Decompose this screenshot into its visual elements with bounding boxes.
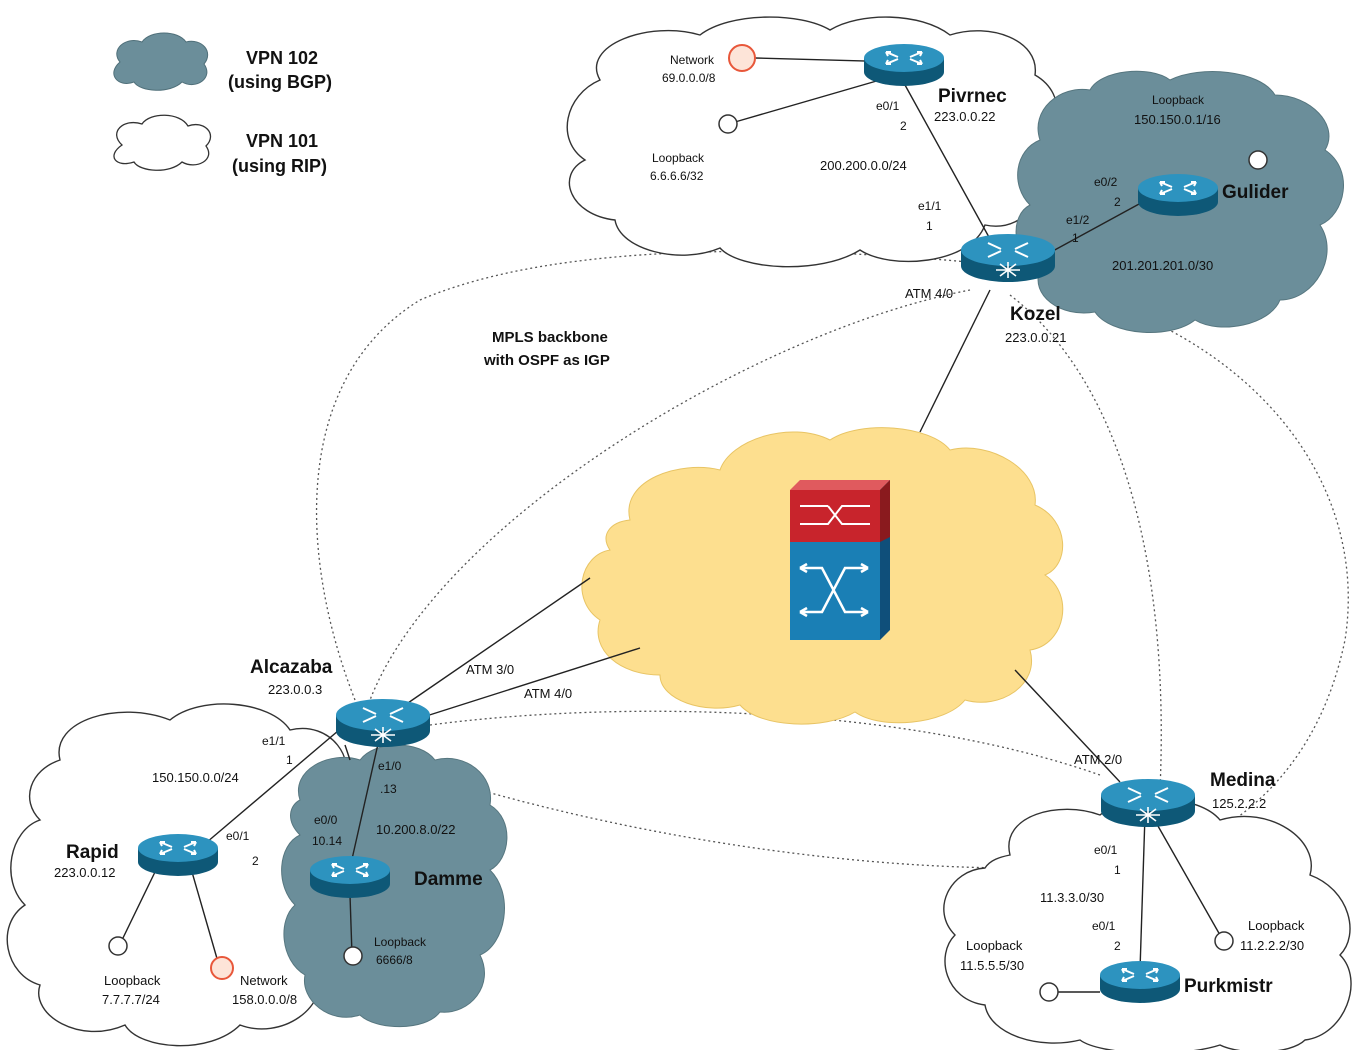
vpn102-cloud-damme [281, 744, 508, 1028]
link-200-label: 200.200.0.0/24 [820, 158, 907, 173]
vpn102-legend-line1: VPN 102 [246, 48, 318, 68]
vpn102-legend-line2: (using BGP) [228, 72, 332, 92]
router-kozel-name: Kozel [1010, 304, 1061, 325]
loopback-gulider-addr: 150.150.0.1/16 [1134, 112, 1221, 127]
network-node-icon [210, 956, 234, 980]
gulider-iface: e0/2 [1094, 175, 1118, 189]
router-rapid-ip: 223.0.0.12 [54, 865, 115, 880]
router-pivrnec-ip: 223.0.0.22 [934, 109, 995, 124]
network-158-addr: 158.0.0.0/8 [232, 992, 297, 1007]
alcazaba-iface-rapid: e1/1 [262, 734, 286, 748]
pivrnec-iface: e0/1 [876, 99, 900, 113]
loopback-rapid-label: Loopback [104, 973, 161, 988]
vpn101-legend-line1: VPN 101 [246, 131, 318, 151]
loopback-node-icon [343, 946, 363, 966]
alcazaba-atm1: ATM 3/0 [466, 662, 514, 677]
router-purkmistr-icon[interactable] [1099, 960, 1181, 1004]
loopback-pivrnec-label: Loopback [652, 151, 705, 165]
router-alcazaba-ip: 223.0.0.3 [268, 682, 322, 697]
router-purkmistr-name: Purkmistr [1184, 976, 1273, 997]
vpn101-cloud-pivrnec [566, 16, 1058, 268]
kozel-iface-pivrnec-addr: 1 [926, 219, 933, 233]
medina-iface-addr: 1 [1114, 863, 1121, 877]
router-pivrnec-name: Pivrnec [938, 86, 1007, 107]
loopback-purkmistr-addr: 11.5.5.5/30 [960, 958, 1024, 973]
router-rapid-icon[interactable] [137, 833, 219, 877]
medina-atm: ATM 2/0 [1074, 752, 1122, 767]
network-69-label: Network [670, 53, 715, 67]
loopback-pivrnec-addr: 6.6.6.6/32 [650, 169, 704, 183]
link-201-label: 201.201.201.0/30 [1112, 258, 1213, 273]
router-medina-ip: 125.2.2.2 [1212, 796, 1266, 811]
alcazaba-iface-damme-addr: .13 [380, 782, 397, 796]
purkmistr-iface: e0/1 [1092, 919, 1116, 933]
alcazaba-iface-rapid-addr: 1 [286, 753, 293, 767]
alcazaba-atm2: ATM 4/0 [524, 686, 572, 701]
vpn101-legend-cloud [113, 114, 212, 171]
loopback-rapid-addr: 7.7.7.7/24 [102, 992, 160, 1007]
router-kozel-icon[interactable] [960, 233, 1056, 283]
loopback-gulider-label: Loopback [1152, 93, 1205, 107]
loopback-medina-addr: 11.2.2.2/30 [1240, 938, 1304, 953]
loopback-damme-label: Loopback [374, 935, 427, 949]
router-damme-icon[interactable] [309, 855, 391, 899]
router-medina-name: Medina [1210, 770, 1276, 791]
damme-iface: e0/0 [314, 813, 338, 827]
loopback-node-icon [1214, 931, 1234, 951]
kozel-iface-gulider: e1/2 [1066, 213, 1090, 227]
router-gulider-icon[interactable] [1137, 173, 1219, 217]
network-69-addr: 69.0.0.0/8 [662, 71, 716, 85]
links [121, 57, 1221, 993]
router-alcazaba-name: Alcazaba [250, 657, 333, 678]
link-150-label: 150.150.0.0/24 [152, 770, 239, 785]
backbone-label-line2: with OSPF as IGP [483, 352, 610, 369]
loopback-node-icon [1248, 150, 1268, 170]
pivrnec-iface-addr: 2 [900, 119, 907, 133]
link-11-3-label: 11.3.3.0/30 [1040, 890, 1104, 905]
loopback-node-icon [108, 936, 128, 956]
damme-iface-addr: 10.14 [312, 834, 342, 848]
alcazaba-iface-damme: e1/0 [378, 759, 402, 773]
router-gulider-name: Gulider [1222, 182, 1289, 203]
router-damme-name: Damme [414, 869, 483, 890]
loopback-purkmistr-label: Loopback [966, 938, 1023, 953]
kozel-iface-gulider-addr: 1 [1072, 231, 1079, 245]
loopback-damme-addr: 6666/8 [376, 953, 413, 967]
kozel-iface-pivrnec: e1/1 [918, 199, 942, 213]
medina-iface: e0/1 [1094, 843, 1118, 857]
loopback-medina-label: Loopback [1248, 918, 1305, 933]
loopback-node-icon [1039, 982, 1059, 1002]
gulider-iface-addr: 2 [1114, 195, 1121, 209]
router-alcazaba-icon[interactable] [335, 698, 431, 748]
atm-switch-icon [790, 480, 890, 640]
router-kozel-ip: 223.0.0.21 [1005, 330, 1066, 345]
legend: VPN 102 (using BGP) VPN 101 (using RIP) [113, 32, 332, 176]
loopback-node-icon [718, 114, 738, 134]
kozel-atm: ATM 4/0 [905, 286, 953, 301]
network-node-icon [728, 44, 756, 72]
network-158-label: Network [240, 973, 288, 988]
link-10-200-label: 10.200.8.0/22 [376, 822, 456, 837]
rapid-iface-addr: 2 [252, 854, 259, 868]
router-pivrnec-icon[interactable] [863, 43, 945, 87]
rapid-iface: e0/1 [226, 829, 250, 843]
router-rapid-name: Rapid [66, 842, 119, 863]
purkmistr-iface-addr: 2 [1114, 939, 1121, 953]
vpn101-legend-line2: (using RIP) [232, 156, 327, 176]
backbone-label-line1: MPLS backbone [492, 329, 608, 346]
router-medina-icon[interactable] [1100, 778, 1196, 828]
vpn102-legend-cloud [113, 32, 209, 91]
